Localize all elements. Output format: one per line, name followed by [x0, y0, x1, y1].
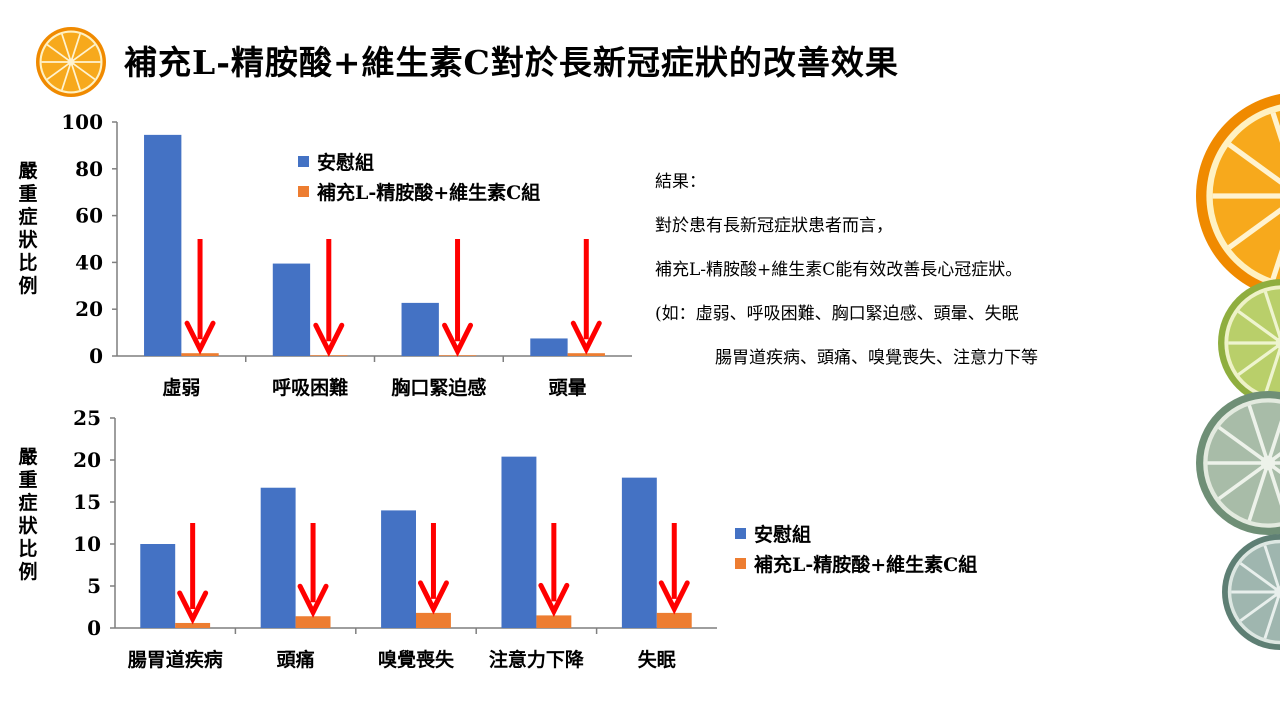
citrus-decorations	[36, 27, 1280, 650]
y-tick-label: 60	[75, 204, 103, 228]
down-arrow-head-icon	[442, 322, 474, 357]
results-text-block: 結果： 對於患有長新冠症狀患者而言， 補充L-精胺酸+維生素C能有效改善長心冠症…	[655, 160, 1215, 380]
bar-placebo	[501, 456, 537, 628]
slide-title: 補充L-精胺酸+維生素C對於長新冠症狀的改善效果	[124, 43, 899, 82]
bar-treatment	[175, 622, 211, 628]
x-category-label: 注意力下降	[489, 648, 585, 671]
orange-slice-icon	[36, 27, 106, 97]
bar-treatment	[656, 612, 692, 628]
bar-treatment	[295, 616, 331, 628]
lime-slice-icon	[1196, 391, 1280, 535]
legend-item-placebo: 安慰組	[735, 518, 977, 548]
x-category-label: 腸胃道疾病	[128, 648, 223, 671]
bar-placebo	[272, 263, 311, 356]
bar-placebo	[401, 302, 439, 356]
x-category-label: 頭暈	[549, 377, 587, 399]
results-heading: 結果：	[655, 172, 706, 192]
legend-label-treatment: 補充L-精胺酸+維生素C組	[754, 553, 978, 576]
x-category-label: 失眠	[638, 648, 676, 671]
bar-placebo	[144, 134, 182, 356]
y-tick-label: 10	[73, 532, 101, 556]
results-line-1: 對於患有長新冠症狀患者而言，	[655, 216, 893, 236]
y-tick-label: 5	[87, 574, 101, 598]
results-line-3: (如：虛弱、呼吸困難、胸口緊迫感、頭暈、失眠	[655, 304, 1019, 324]
y-tick-label: 0	[87, 616, 101, 640]
x-category-label: 胸口緊迫感	[391, 376, 486, 399]
down-arrow-head-icon	[177, 590, 209, 625]
y-tick-label: 15	[73, 490, 101, 514]
bar-treatment	[416, 612, 451, 628]
legend-item-treatment: 補充L-精胺酸+維生素C組	[298, 176, 540, 206]
lime-slice-icon	[1218, 279, 1280, 407]
results-line-2: 補充L-精胺酸+維生素C能有效改善長心冠症狀。	[655, 260, 1023, 280]
x-category-label: 嗅覺喪失	[378, 648, 455, 671]
down-arrow-head-icon	[297, 583, 329, 618]
x-category-label: 頭痛	[277, 648, 315, 671]
orange-slice-icon	[1196, 93, 1280, 299]
bar-placebo	[260, 487, 296, 628]
chart-bottom-legend: 安慰組 補充L-精胺酸+維生素C組	[735, 518, 977, 578]
legend-swatch-placebo	[298, 155, 309, 167]
down-arrow-head-icon	[184, 320, 216, 355]
chart-bottom: 0 5 10 15 20 25 腸胃道疾病 頭痛 嗅覺喪失 注意力下降 失眠	[73, 406, 717, 671]
chart-top-ylabel: 嚴重症狀比例	[18, 160, 38, 297]
y-tick-label: 80	[75, 157, 103, 181]
bar-placebo	[621, 477, 657, 628]
chart-top-legend: 安慰組 補充L-精胺酸+維生素C組	[298, 146, 540, 206]
legend-swatch-treatment	[735, 557, 746, 569]
bar-treatment	[536, 615, 572, 628]
chart-top: 0 20 40 60 80 100 虛弱 呼吸困難 胸口緊迫感 頭暈	[61, 110, 632, 399]
legend-item-placebo: 安慰組	[298, 146, 540, 176]
lime-slice-icon	[1222, 534, 1280, 650]
chart-bottom-ylabel: 嚴重症狀比例	[18, 446, 38, 583]
y-tick-label: 100	[61, 110, 103, 134]
down-arrow-head-icon	[417, 580, 449, 615]
legend-item-treatment: 補充L-精胺酸+維生素C組	[735, 548, 977, 578]
legend-label-placebo: 安慰組	[754, 523, 812, 546]
bar-placebo	[140, 544, 176, 628]
legend-label-placebo: 安慰組	[317, 151, 375, 174]
y-tick-label: 25	[73, 406, 101, 430]
down-arrow-head-icon	[313, 322, 345, 357]
y-tick-label: 20	[75, 297, 103, 321]
legend-swatch-treatment	[298, 185, 309, 197]
y-tick-label: 20	[73, 448, 101, 472]
legend-swatch-placebo	[735, 527, 746, 539]
bar-placebo	[530, 338, 568, 356]
x-category-label: 呼吸困難	[272, 376, 348, 399]
down-arrow-head-icon	[658, 580, 690, 615]
results-line-4: 腸胃道疾病、頭痛、嗅覺喪失、注意力下等	[715, 348, 1038, 368]
down-arrow-head-icon	[538, 582, 570, 617]
legend-label-treatment: 補充L-精胺酸+維生素C組	[317, 181, 541, 204]
y-tick-label: 0	[89, 344, 103, 368]
down-arrow-head-icon	[570, 320, 602, 355]
y-tick-label: 40	[75, 250, 103, 274]
x-category-label: 虛弱	[162, 376, 200, 399]
bar-placebo	[381, 510, 416, 628]
